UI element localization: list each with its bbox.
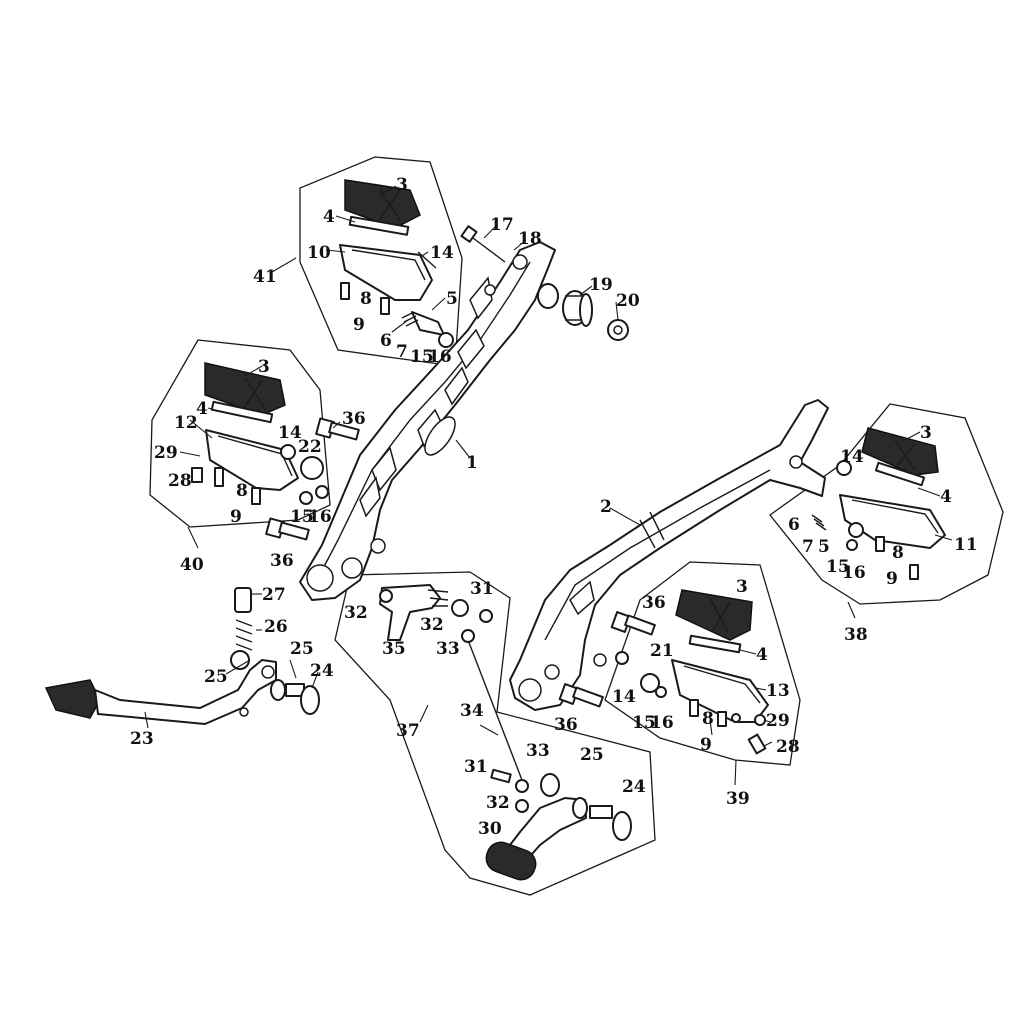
callout-24a: 24 <box>622 777 646 797</box>
callout-16c: 16 <box>842 563 866 583</box>
callout-25b: 25 <box>290 639 314 659</box>
callout-6c: 6 <box>788 515 800 535</box>
callout-30: 30 <box>478 819 502 839</box>
footpeg-assembly-39 <box>615 589 769 755</box>
callout-16: 16 <box>428 347 452 367</box>
callout-7: 7 <box>396 342 408 362</box>
pivot-hardware <box>537 283 629 341</box>
callout-38: 38 <box>844 625 868 645</box>
callout-33a: 33 <box>436 639 460 659</box>
footrest-bracket-left <box>299 241 556 601</box>
bolt-36-lower <box>265 517 310 541</box>
callout-3c: 3 <box>920 423 932 443</box>
callout-31b: 31 <box>464 757 488 777</box>
callout-3: 3 <box>396 175 408 195</box>
footpeg-assembly-41 <box>339 179 454 348</box>
callout-13: 13 <box>766 681 790 701</box>
group-outline-37 <box>334 571 656 896</box>
callout-labels: 3 4 10 14 41 5 8 9 6 7 15 16 17 18 19 20… <box>130 175 978 839</box>
callout-4d: 4 <box>756 645 768 665</box>
callout-14: 14 <box>430 243 454 263</box>
callout-32c: 32 <box>486 793 510 813</box>
callout-3b: 3 <box>258 357 270 377</box>
callout-33b: 33 <box>526 741 550 761</box>
callout-23: 23 <box>130 729 154 749</box>
callout-8d: 8 <box>702 709 714 729</box>
callout-8: 8 <box>360 289 372 309</box>
callout-21: 21 <box>650 641 674 661</box>
callout-15: 15 <box>410 347 434 367</box>
callout-28: 28 <box>168 471 192 491</box>
footrest-bracket-right <box>509 399 829 711</box>
callout-29b: 29 <box>766 711 790 731</box>
callout-34: 34 <box>460 701 484 721</box>
shift-lever <box>379 584 632 881</box>
callout-20: 20 <box>616 291 640 311</box>
callout-36b: 36 <box>270 551 294 571</box>
callout-25c: 25 <box>204 667 228 687</box>
callout-36c: 36 <box>642 593 666 613</box>
footpeg-assembly-40 <box>191 362 329 505</box>
callout-6: 6 <box>380 331 392 351</box>
callout-14c: 14 <box>840 447 864 467</box>
callout-31a: 31 <box>470 579 494 599</box>
callout-15c: 15 <box>826 557 850 577</box>
callout-9c: 9 <box>886 569 898 589</box>
callout-7c: 7 <box>802 537 814 557</box>
callout-37: 37 <box>396 721 420 741</box>
callout-29: 29 <box>154 443 178 463</box>
callout-5c: 5 <box>818 537 830 557</box>
callout-40: 40 <box>180 555 204 575</box>
callout-32b: 32 <box>420 615 444 635</box>
callout-19: 19 <box>589 275 613 295</box>
callout-16d: 16 <box>650 713 674 733</box>
callout-35: 35 <box>382 639 406 659</box>
callout-2: 2 <box>600 497 612 517</box>
callout-18: 18 <box>518 229 542 249</box>
callout-26: 26 <box>264 617 288 637</box>
group-outline-39 <box>604 561 801 766</box>
bolt-17 <box>460 225 506 263</box>
callout-8c: 8 <box>892 543 904 563</box>
callout-27: 27 <box>262 585 286 605</box>
callout-36d: 36 <box>554 715 578 735</box>
callout-22: 22 <box>298 437 322 457</box>
callout-14d: 14 <box>612 687 636 707</box>
callout-5: 5 <box>446 289 458 309</box>
callout-9b: 9 <box>230 507 242 527</box>
callout-24b: 24 <box>310 661 334 681</box>
callout-14b: 14 <box>278 423 302 443</box>
brake-pedal <box>44 587 320 725</box>
bolt-36-right-lower <box>558 683 604 708</box>
callout-3d: 3 <box>736 577 748 597</box>
callout-9d: 9 <box>700 735 712 755</box>
callout-12: 12 <box>174 413 198 433</box>
callout-4: 4 <box>323 207 335 227</box>
leader-lines <box>144 185 953 786</box>
callout-16b: 16 <box>308 507 332 527</box>
callout-10: 10 <box>307 243 331 263</box>
callout-25a: 25 <box>580 745 604 765</box>
callout-36a: 36 <box>342 409 366 429</box>
callout-11: 11 <box>954 535 978 555</box>
callout-17: 17 <box>490 215 514 235</box>
group-outline-41 <box>299 156 463 367</box>
callout-1: 1 <box>466 453 478 473</box>
callout-32a: 32 <box>344 603 368 623</box>
callout-9: 9 <box>353 315 365 335</box>
callout-4b: 4 <box>196 399 208 419</box>
group-outline-40 <box>149 339 331 528</box>
callout-39: 39 <box>726 789 750 809</box>
footpeg-assembly-38 <box>811 427 946 580</box>
callout-15b: 15 <box>290 507 314 527</box>
callout-4c: 4 <box>940 487 952 507</box>
bolt-36-right-upper <box>610 611 656 636</box>
callout-28b: 28 <box>776 737 800 757</box>
bolt-36-upper <box>315 417 360 441</box>
callout-8b: 8 <box>236 481 248 501</box>
callout-41: 41 <box>253 267 277 287</box>
callout-15d: 15 <box>632 713 656 733</box>
